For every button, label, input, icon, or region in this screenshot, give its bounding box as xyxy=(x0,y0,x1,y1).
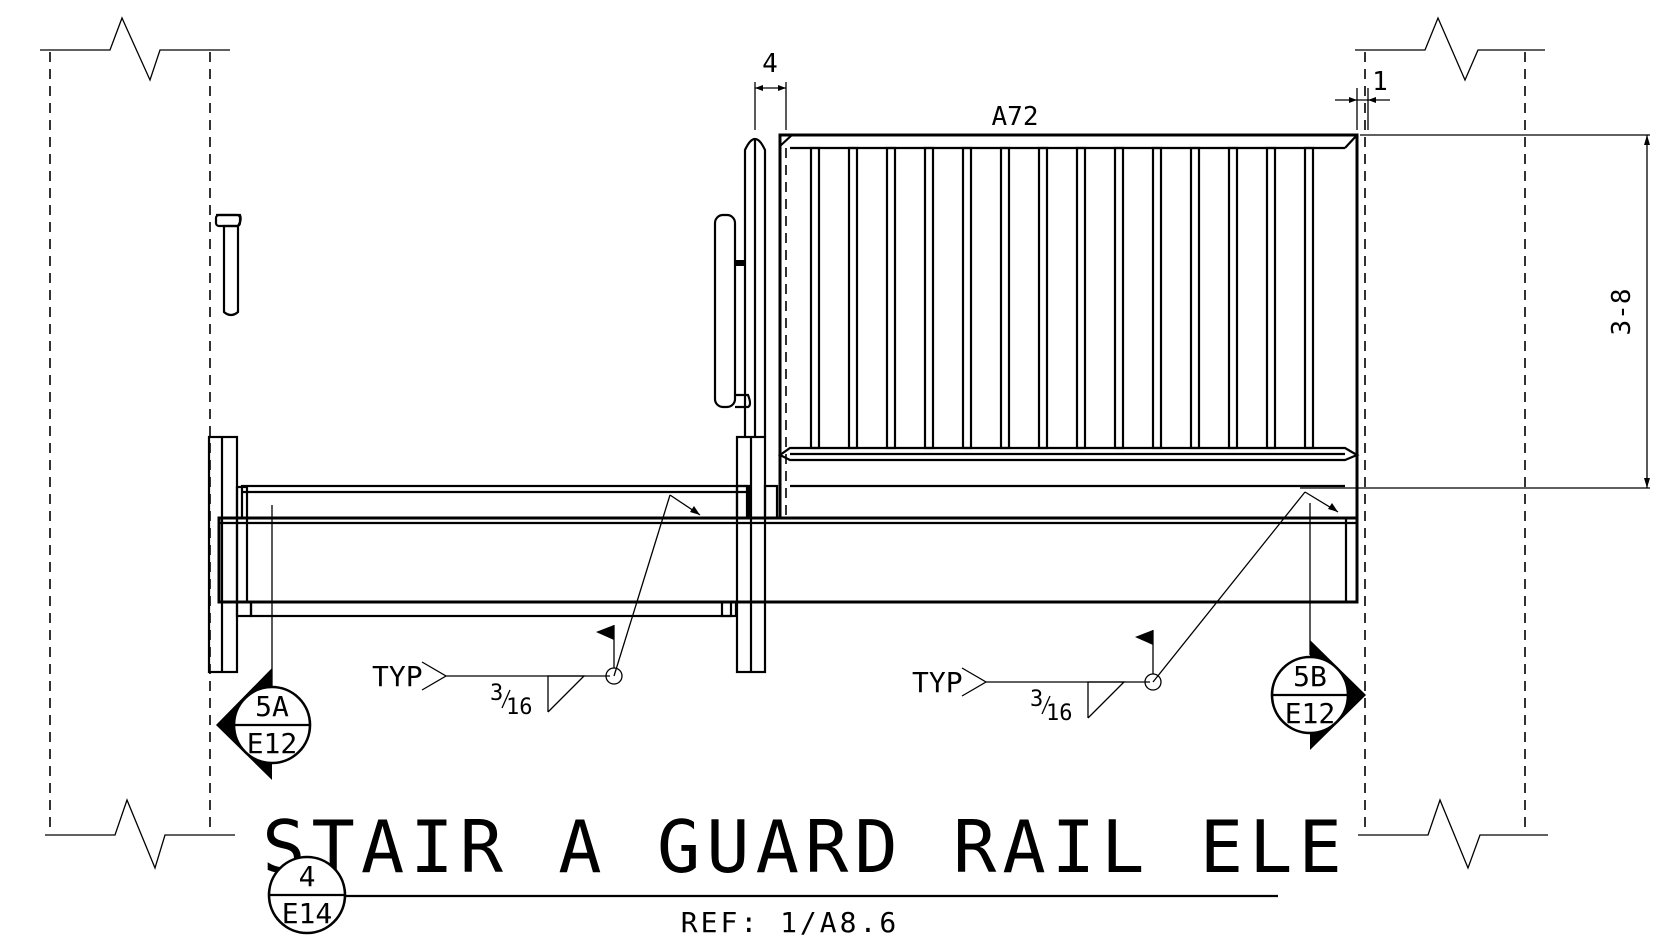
weld-left-size-den: 16 xyxy=(506,695,533,720)
grab-handrail xyxy=(713,213,752,409)
guard-rail-panel xyxy=(777,133,1360,520)
main-beam xyxy=(217,516,1359,604)
left-column xyxy=(40,16,235,870)
weld-left-typ-label: TYP xyxy=(372,660,423,693)
right-column xyxy=(1355,16,1548,870)
drawing-title-block: STAIR A GUARD RAIL ELE REF: 1/A8.6 4 E14 xyxy=(262,805,1348,939)
section-5a-bottom-label: E12 xyxy=(247,727,298,760)
section-5b-top-label: 5B xyxy=(1293,660,1327,693)
dimension-1: 1 xyxy=(1335,67,1390,130)
section-callout-5a: 5A E12 xyxy=(216,505,312,780)
dimension-3-8: 3-8 xyxy=(1300,134,1650,489)
left-channel xyxy=(240,484,749,520)
weld-left-size-num: 3 xyxy=(490,681,503,706)
dimension-3-8-label: 3-8 xyxy=(1607,289,1637,336)
weld-right-typ-label: TYP xyxy=(912,666,963,699)
middle-post xyxy=(735,435,779,674)
dimension-1-label: 1 xyxy=(1372,67,1388,97)
detail-4-bottom-label: E14 xyxy=(282,897,333,930)
handrail-post xyxy=(743,137,767,437)
weld-right-size-den: 16 xyxy=(1046,701,1073,726)
weld-right-size-num: 3 xyxy=(1030,687,1043,712)
drawing-title: STAIR A GUARD RAIL ELE xyxy=(262,805,1348,889)
weld-symbol-left: TYP 3 16 xyxy=(372,494,701,720)
detail-4-top-label: 4 xyxy=(299,860,316,893)
section-5a-top-label: 5A xyxy=(255,690,289,723)
left-base-plate xyxy=(207,435,253,674)
rail-mark-label: A72 xyxy=(992,102,1039,132)
dimension-4: 4 xyxy=(754,49,787,130)
reference-label: REF: 1/A8.6 xyxy=(681,906,899,939)
weld-symbol-right: TYP 3 16 xyxy=(912,491,1339,726)
lower-tie-bar xyxy=(249,600,738,618)
dimension-4-label: 4 xyxy=(762,49,778,79)
section-5b-bottom-label: E12 xyxy=(1285,697,1336,730)
wall-bracket xyxy=(214,213,242,317)
detail-callout-4: 4 E14 xyxy=(267,855,347,935)
section-callout-5b: 5B E12 xyxy=(1270,503,1366,750)
pickets xyxy=(809,146,1315,450)
